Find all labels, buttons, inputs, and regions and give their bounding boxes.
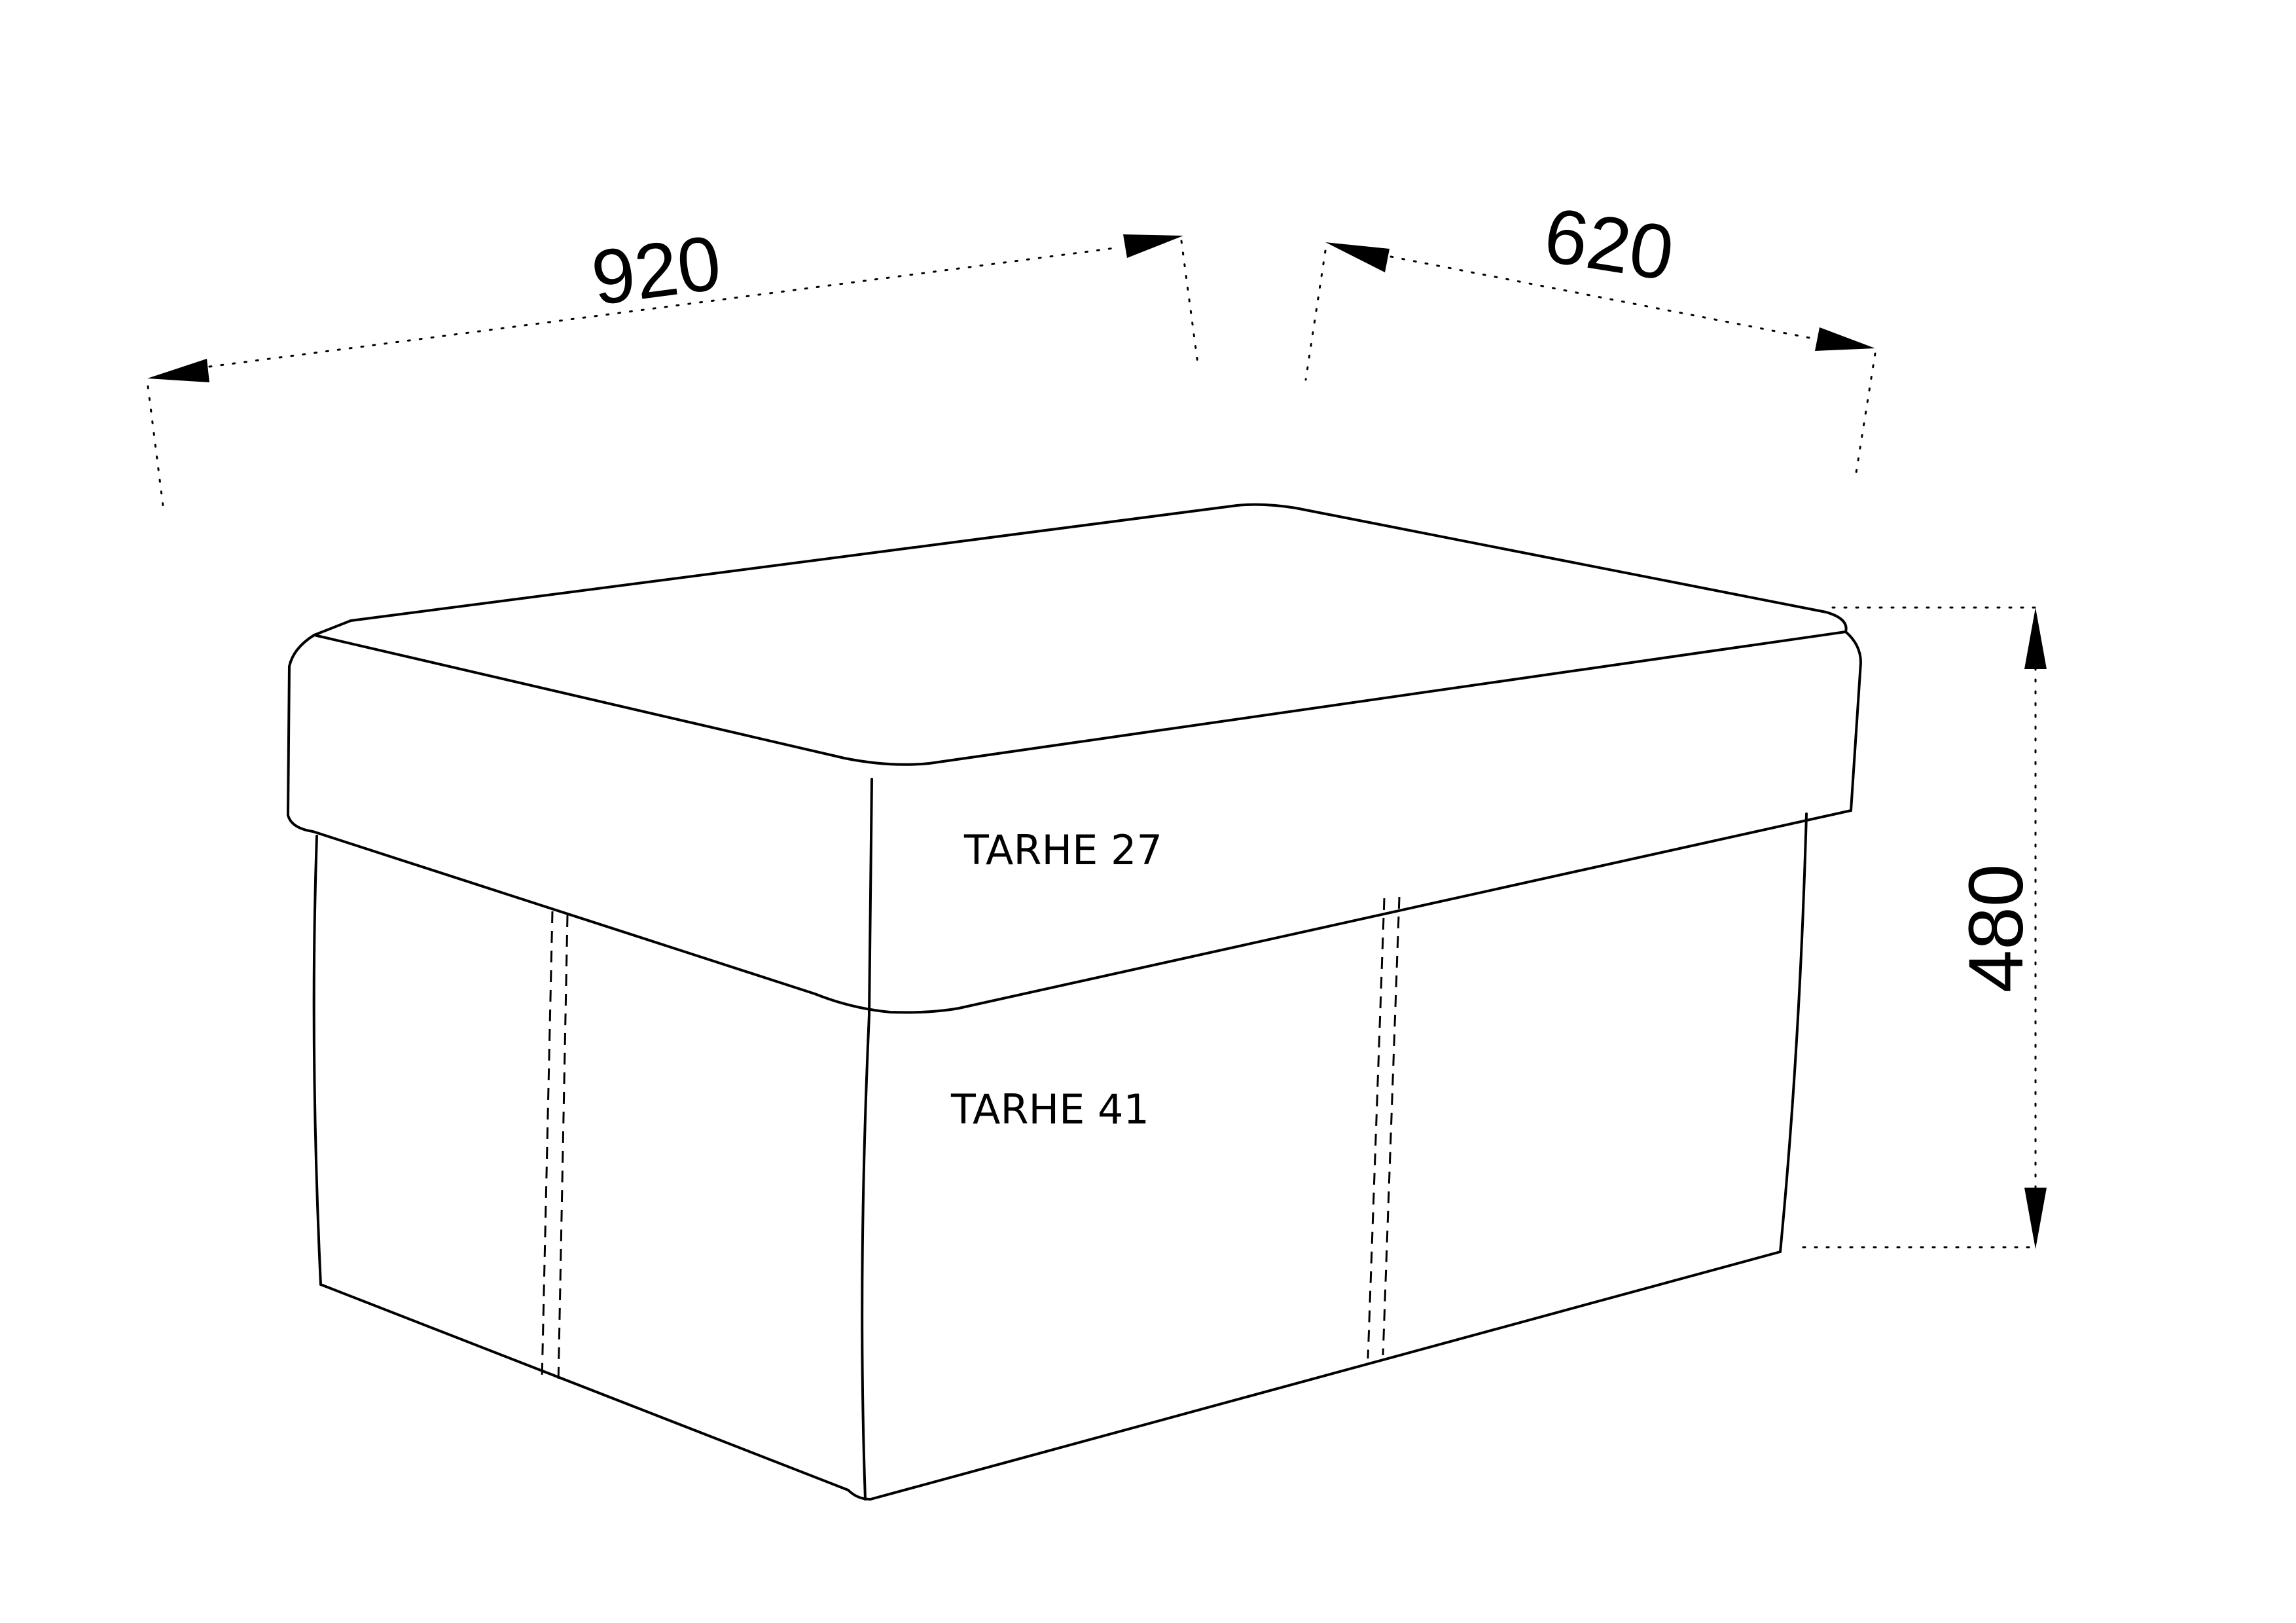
- depth-extension-left: [1304, 249, 1327, 381]
- lid-front-edge: [868, 778, 873, 1015]
- depth-dimension-line: [1390, 255, 1818, 340]
- width-arrow-right: [1123, 234, 1183, 258]
- height-dimension: 480: [1802, 606, 2047, 1249]
- lid-fabric-label: TARHE 27: [963, 826, 1162, 874]
- body-fabric-label: TARHE 41: [950, 1085, 1149, 1133]
- lid: [287, 503, 1862, 1015]
- lid-top-surface: [313, 503, 1848, 766]
- depth-extension-right: [1854, 352, 1876, 478]
- height-arrow-top: [2024, 608, 2047, 669]
- depth-arrow-left: [1325, 242, 1390, 272]
- seam-right-inner: [1382, 896, 1401, 1356]
- lid-right-side: [1850, 661, 1862, 812]
- seam-left-outer: [541, 911, 554, 1381]
- seam-left-inner: [557, 915, 569, 1385]
- width-dimension-line: [208, 246, 1121, 368]
- body-bottom-left: [319, 1283, 872, 1501]
- body-left-edge: [312, 835, 322, 1286]
- height-value: 480: [1953, 864, 2039, 993]
- seam-right-outer: [1367, 898, 1386, 1359]
- lid-bottom-edge: [312, 809, 1852, 1014]
- width-dimension: 920: [147, 219, 1199, 512]
- body-right-edge: [1779, 812, 1808, 1253]
- depth-dimension: 620: [1304, 192, 1876, 478]
- lid-right-corner: [1844, 630, 1862, 664]
- body: [312, 812, 1808, 1501]
- body-front-edge: [861, 1013, 870, 1501]
- width-extension-right: [1180, 240, 1199, 365]
- width-arrow-left: [147, 359, 209, 382]
- lid-left-side: [287, 665, 314, 833]
- depth-arrow-right: [1815, 327, 1875, 351]
- lid-left-corner: [288, 634, 315, 668]
- body-bottom-right: [869, 1250, 1782, 1501]
- height-arrow-bottom: [2024, 1188, 2047, 1249]
- width-value: 920: [587, 219, 726, 322]
- depth-value: 620: [1539, 192, 1679, 297]
- seams: [541, 896, 1401, 1385]
- width-extension-left: [147, 385, 165, 512]
